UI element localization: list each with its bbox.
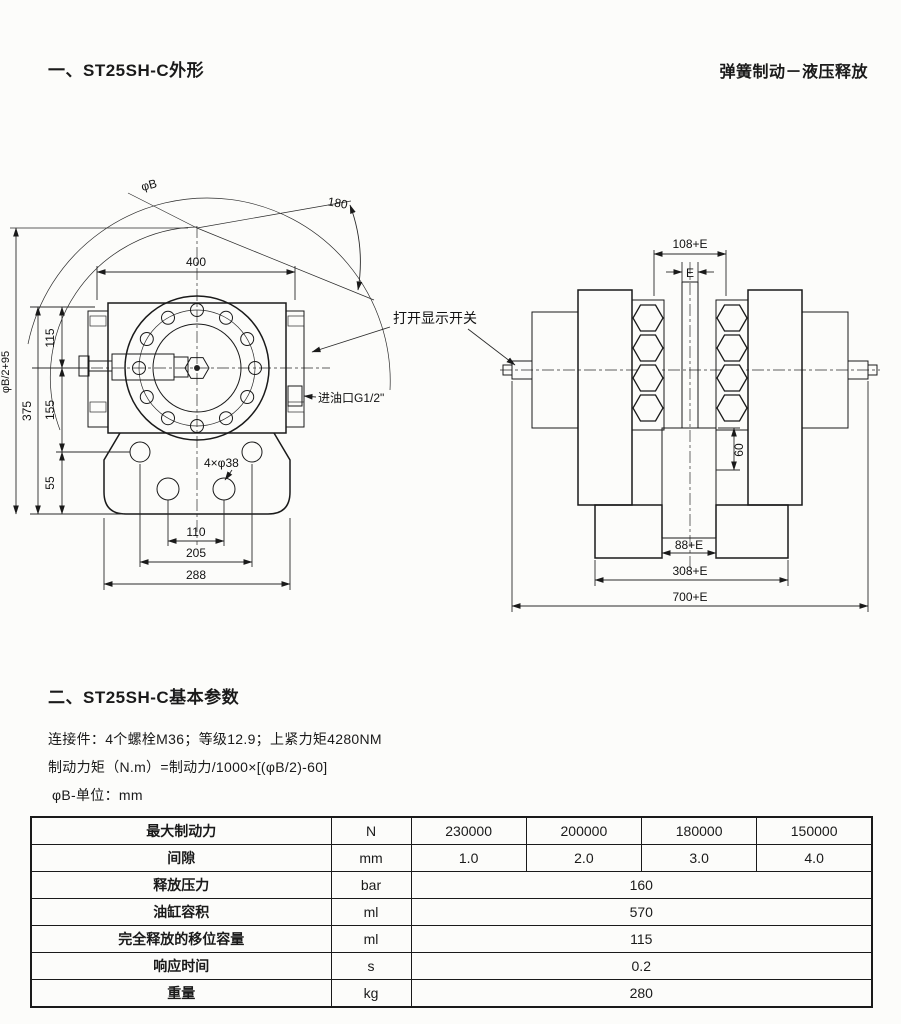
param-label: 最大制动力 (30, 816, 332, 845)
section2-title: 二、ST25SH-C基本参数 (48, 688, 240, 707)
dim-phi-b: φB (140, 176, 159, 194)
note-torque-formula: 制动力矩（N.m）=制动力/1000×[(φB/2)-60] (48, 759, 328, 775)
param-value: 115 (410, 925, 873, 953)
dim-phi-b-half: φB/2+95 (0, 351, 12, 393)
param-value: 150000 (756, 816, 873, 845)
param-unit: s (330, 952, 412, 980)
table-row-max-braking-force: 最大制动力 N 230000 200000 180000 150000 (30, 816, 873, 845)
table-row-displacement-volume: 完全释放的移位容量 ml 115 (30, 925, 873, 953)
param-unit: N (330, 816, 412, 845)
param-unit: kg (330, 979, 412, 1008)
release-lever (78, 353, 189, 381)
param-value: 1.0 (410, 844, 527, 872)
param-value: 2.0 (525, 844, 643, 872)
param-value: 180000 (640, 816, 758, 845)
dim-holes: 4×φ38 (204, 456, 239, 470)
table-row-response-time: 响应时间 s 0.2 (30, 952, 873, 980)
param-unit: ml (330, 898, 412, 926)
param-label: 重量 (30, 979, 332, 1008)
switch-pin-left (502, 360, 533, 380)
param-label: 油缸容积 (30, 898, 332, 926)
dim-400: 400 (186, 255, 206, 269)
dim-108e: 108+E (672, 237, 707, 251)
table-row-weight: 重量 kg 280 (30, 979, 873, 1008)
dim-155: 155 (43, 400, 57, 420)
param-label: 间隙 (30, 844, 332, 872)
param-value: 230000 (410, 816, 527, 845)
param-label: 响应时间 (30, 952, 332, 980)
dim-55: 55 (43, 476, 57, 490)
param-unit: bar (330, 871, 412, 899)
param-value: 4.0 (756, 844, 873, 872)
param-value: 570 (410, 898, 873, 926)
section1-title: 一、ST25SH-C外形 (48, 61, 205, 80)
table-row-clearance: 间隙 mm 1.0 2.0 3.0 4.0 (30, 844, 873, 872)
param-value: 3.0 (640, 844, 758, 872)
dim-180: 180 (327, 194, 349, 211)
dim-288: 288 (186, 568, 206, 582)
dim-88e: 88+E (675, 538, 703, 552)
dim-375: 375 (20, 401, 34, 421)
param-label: 释放压力 (30, 871, 332, 899)
brake-type-label: 弹簧制动－液压释放 (719, 64, 868, 81)
table-row-release-pressure: 释放压力 bar 160 (30, 871, 873, 899)
param-value: 160 (410, 871, 873, 899)
param-unit: mm (330, 844, 412, 872)
note-fasteners: 连接件：4个螺栓M36；等级12.9；上紧力矩4280NM (48, 731, 382, 747)
dim-110: 110 (186, 525, 205, 539)
param-unit: ml (330, 925, 412, 953)
dim-e: E (686, 266, 694, 280)
disc-section-hatch (661, 427, 717, 539)
param-value: 280 (410, 979, 873, 1008)
technical-drawings: 400 115 155 55 375 φB/2+95 φB 180 110 20… (0, 176, 880, 612)
dim-308e: 308+E (672, 564, 707, 578)
dim-700e: 700+E (672, 590, 707, 604)
note-phi-b-unit: φB-单位：mm (52, 787, 143, 803)
param-value: 200000 (525, 816, 643, 845)
oil-port (287, 385, 303, 407)
switch-pin-right (847, 360, 878, 380)
param-value: 0.2 (410, 952, 873, 980)
oil-port-label: 进油口G1/2" (318, 391, 384, 405)
parameters-table: 最大制动力 N 230000 200000 180000 150000 间隙 m… (30, 816, 873, 1008)
table-row-cylinder-volume: 油缸容积 ml 570 (30, 898, 873, 926)
switch-label: 打开显示开关 (393, 310, 477, 326)
side-view-drawing: 108+E E 60 88+E 308+E 700+E (500, 237, 880, 612)
front-view-drawing: 400 115 155 55 375 φB/2+95 φB 180 110 20… (0, 176, 516, 590)
param-label: 完全释放的移位容量 (30, 925, 332, 953)
dim-205: 205 (186, 546, 206, 560)
dim-115: 115 (43, 328, 57, 347)
dim-60: 60 (732, 443, 746, 457)
